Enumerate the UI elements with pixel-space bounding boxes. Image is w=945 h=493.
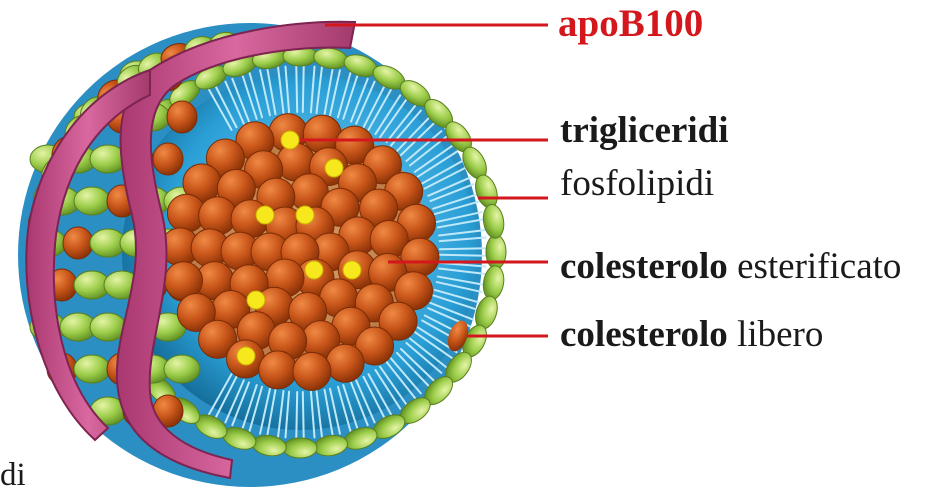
cholesterol-dot [343,261,361,279]
phospholipid-tail [303,66,304,112]
phospholipid-head [481,203,506,240]
phospholipid-head [486,235,506,269]
phospholipid-tail [440,248,486,249]
free-cholesterol [153,143,183,175]
free-cholesterol [167,101,197,133]
phospholipid-tail [440,255,486,256]
label-colesterolo-est-rest: esterificato [737,246,901,287]
label-trigliceridi-text: trigliceridi [560,110,729,151]
label-colesterolo-esterificato: colesterolo esterificato [560,248,901,285]
phospholipid-head [74,187,110,215]
free-cholesterol [63,227,93,259]
phospholipid-head [74,355,110,383]
triglyceride-sphere [293,352,331,390]
cholesterol-dot [305,261,323,279]
cholesterol-dot [325,159,343,177]
phospholipid-head [481,264,506,301]
phospholipid-tail [296,66,297,112]
label-apob100: apoB100 [558,4,703,43]
label-trigliceridi: trigliceridi [560,112,729,149]
text-fragment: di [0,459,26,492]
triglyceride-sphere [259,351,297,389]
cholesterol-dot [247,291,265,309]
phospholipid-head [164,355,200,383]
cholesterol-dot [237,347,255,365]
phospholipid-tail [303,392,304,438]
label-colesterolo-est-bold: colesterolo [560,246,728,287]
triglyceride-sphere [326,344,364,382]
phospholipid-tail [296,392,297,438]
label-colesterolo-lib-bold: colesterolo [560,314,728,355]
cholesterol-dot [256,206,274,224]
label-colesterolo-libero: colesterolo libero [560,316,823,353]
label-colesterolo-lib-rest: libero [737,314,823,355]
phospholipid-head [283,438,317,458]
cholesterol-dot [296,206,314,224]
label-fosfolipidi: fosfolipidi [560,165,714,202]
